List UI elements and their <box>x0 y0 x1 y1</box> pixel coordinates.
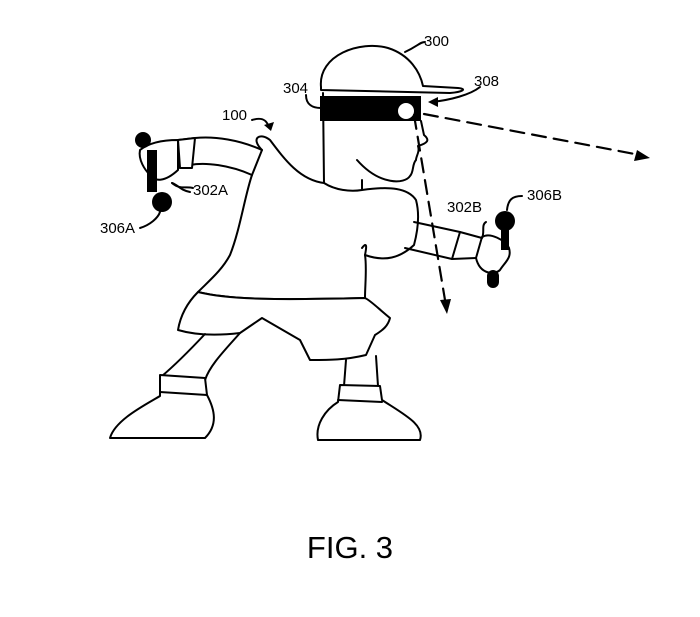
leader-100 <box>251 117 269 126</box>
gaze-arrows <box>412 112 642 302</box>
controller-306B <box>487 211 515 288</box>
left-shoe <box>109 374 215 439</box>
leader-302A <box>171 182 191 193</box>
label-100: 100 <box>222 107 248 124</box>
leader-306B <box>506 195 523 211</box>
legs <box>161 332 379 387</box>
camera-eye <box>398 103 414 119</box>
shorts <box>177 291 391 361</box>
label-304: 304 <box>283 80 309 97</box>
arrow-100-head <box>264 122 274 131</box>
controller-306A <box>135 132 172 212</box>
cap-300 <box>319 41 465 94</box>
arrow-308-head <box>428 97 438 107</box>
right-shoe <box>316 384 422 441</box>
gaze-arrow-right-head <box>634 150 650 161</box>
leader-304 <box>305 94 322 109</box>
torso <box>197 135 420 301</box>
label-300: 300 <box>424 33 450 50</box>
leader-306A <box>139 211 161 229</box>
label-306A: 306A <box>100 220 136 237</box>
label-302B: 302B <box>447 199 483 216</box>
label-308: 308 <box>474 73 500 90</box>
left-arm <box>138 136 263 189</box>
figure-caption: FIG. 3 <box>306 530 394 565</box>
label-306B: 306B <box>527 187 563 204</box>
gaze-arrow-down-head <box>440 299 451 314</box>
right-arm <box>404 221 511 274</box>
label-302A: 302A <box>193 182 229 199</box>
